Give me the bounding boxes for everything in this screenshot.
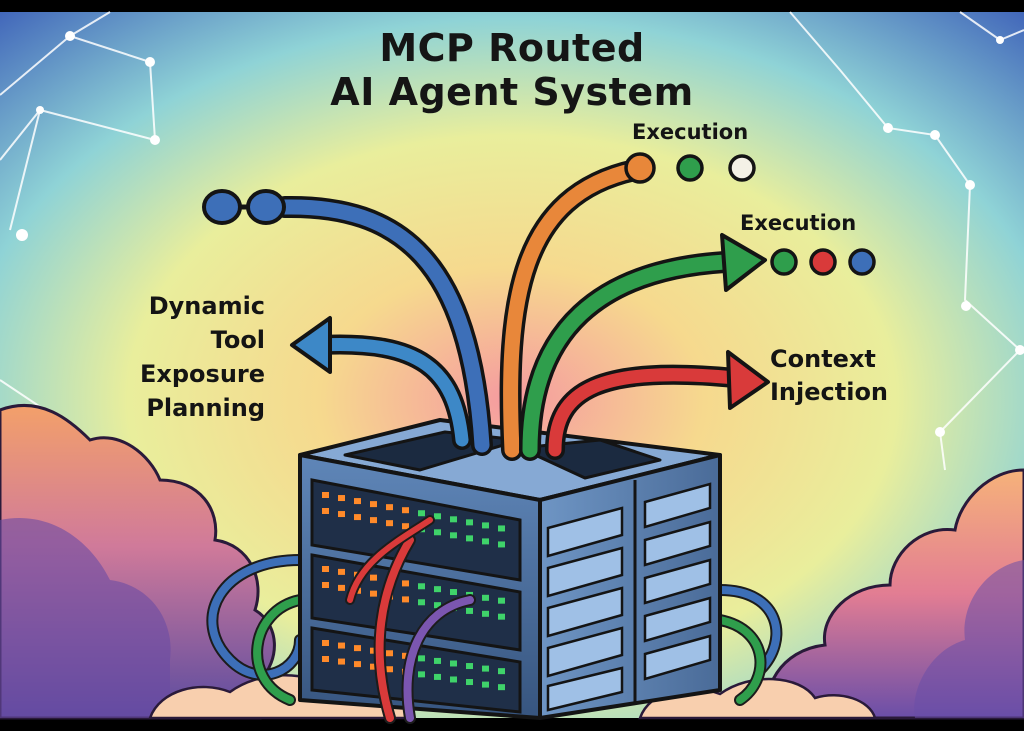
main-cables <box>274 159 745 461</box>
dynamic-label-line: Exposure <box>140 360 266 388</box>
execution-mid-label: Execution <box>740 211 857 235</box>
status-led <box>370 501 377 508</box>
status-led <box>370 590 377 597</box>
status-led <box>338 568 345 575</box>
status-led <box>482 665 489 672</box>
status-led <box>418 671 425 678</box>
orange-dot-icon <box>624 152 656 184</box>
status-led <box>498 541 505 548</box>
execution-mid-dots <box>770 248 876 276</box>
constellation-left-nodes <box>16 31 160 474</box>
front-cables <box>345 515 476 724</box>
status-led <box>402 596 409 603</box>
status-led <box>482 681 489 688</box>
constellation-right-nodes <box>883 36 1024 437</box>
status-led <box>418 583 425 590</box>
status-led <box>386 650 393 657</box>
status-led <box>498 613 505 620</box>
dynamic-tool-label: Dynamic Tool Exposure Planning <box>140 289 265 425</box>
context-arrow-head <box>726 350 770 410</box>
status-led <box>466 519 473 526</box>
context-label-line: Context <box>770 345 876 373</box>
status-led <box>402 580 409 587</box>
drive-bays <box>546 482 712 712</box>
status-led <box>434 513 441 520</box>
title-line-2: AI Agent System <box>330 70 694 114</box>
white-dot-icon <box>728 154 756 182</box>
dynamic-label-line: Tool <box>210 326 266 354</box>
green-dot-icon <box>770 248 798 276</box>
status-led <box>450 532 457 539</box>
status-led <box>338 658 345 665</box>
status-led <box>466 663 473 670</box>
status-led <box>450 516 457 523</box>
status-led <box>450 660 457 667</box>
dynamic-label-line: Dynamic <box>148 292 266 320</box>
status-led <box>402 652 409 659</box>
green-dot-icon <box>676 154 704 182</box>
status-led <box>322 566 329 572</box>
status-led <box>498 525 505 532</box>
status-led <box>338 584 345 591</box>
arrow-heads <box>290 233 770 410</box>
status-led <box>322 640 329 646</box>
status-led <box>482 610 489 617</box>
status-led <box>370 663 377 670</box>
status-led <box>482 594 489 601</box>
status-led <box>498 597 505 604</box>
status-led <box>450 589 457 596</box>
status-led <box>338 495 345 502</box>
status-led <box>354 514 361 521</box>
status-led <box>354 661 361 668</box>
context-label-line: Injection <box>770 378 889 406</box>
status-led <box>322 656 329 662</box>
status-led <box>498 684 505 691</box>
status-led <box>354 498 361 505</box>
status-led <box>466 535 473 542</box>
status-led <box>338 642 345 649</box>
blue-dot-icon <box>848 248 876 276</box>
dynamic-arrow-head <box>290 316 332 374</box>
base-cables <box>206 554 783 706</box>
status-led <box>434 586 441 593</box>
status-led <box>450 676 457 683</box>
status-led <box>386 520 393 527</box>
status-led <box>466 679 473 686</box>
cloud-left-shade <box>0 518 171 718</box>
status-led <box>322 492 329 498</box>
status-led <box>370 574 377 581</box>
status-led <box>322 508 329 514</box>
status-led <box>370 517 377 524</box>
status-led <box>386 666 393 673</box>
status-led <box>322 582 329 588</box>
status-led <box>466 607 473 614</box>
status-led <box>434 657 441 664</box>
status-led <box>434 673 441 680</box>
status-led <box>338 511 345 518</box>
dynamic-label-line: Planning <box>146 394 266 422</box>
status-led <box>498 668 505 675</box>
status-led <box>434 529 441 536</box>
context-injection-label: Context Injection <box>770 343 888 409</box>
status-led <box>402 507 409 514</box>
title-line-1: MCP Routed <box>379 26 645 70</box>
status-led <box>482 538 489 545</box>
status-led <box>386 504 393 511</box>
status-led <box>402 523 409 530</box>
status-led <box>418 599 425 606</box>
status-led <box>482 522 489 529</box>
red-dot-icon <box>809 248 837 276</box>
status-led <box>354 645 361 652</box>
execution-top-label: Execution <box>632 120 749 144</box>
execution-top-dots <box>624 152 756 184</box>
status-led <box>418 655 425 662</box>
cloud-right-shade <box>914 560 1024 718</box>
status-led <box>418 510 425 517</box>
execution-arrow-head <box>720 233 767 292</box>
status-led <box>434 602 441 609</box>
double-blue-dot-icon <box>202 189 286 225</box>
